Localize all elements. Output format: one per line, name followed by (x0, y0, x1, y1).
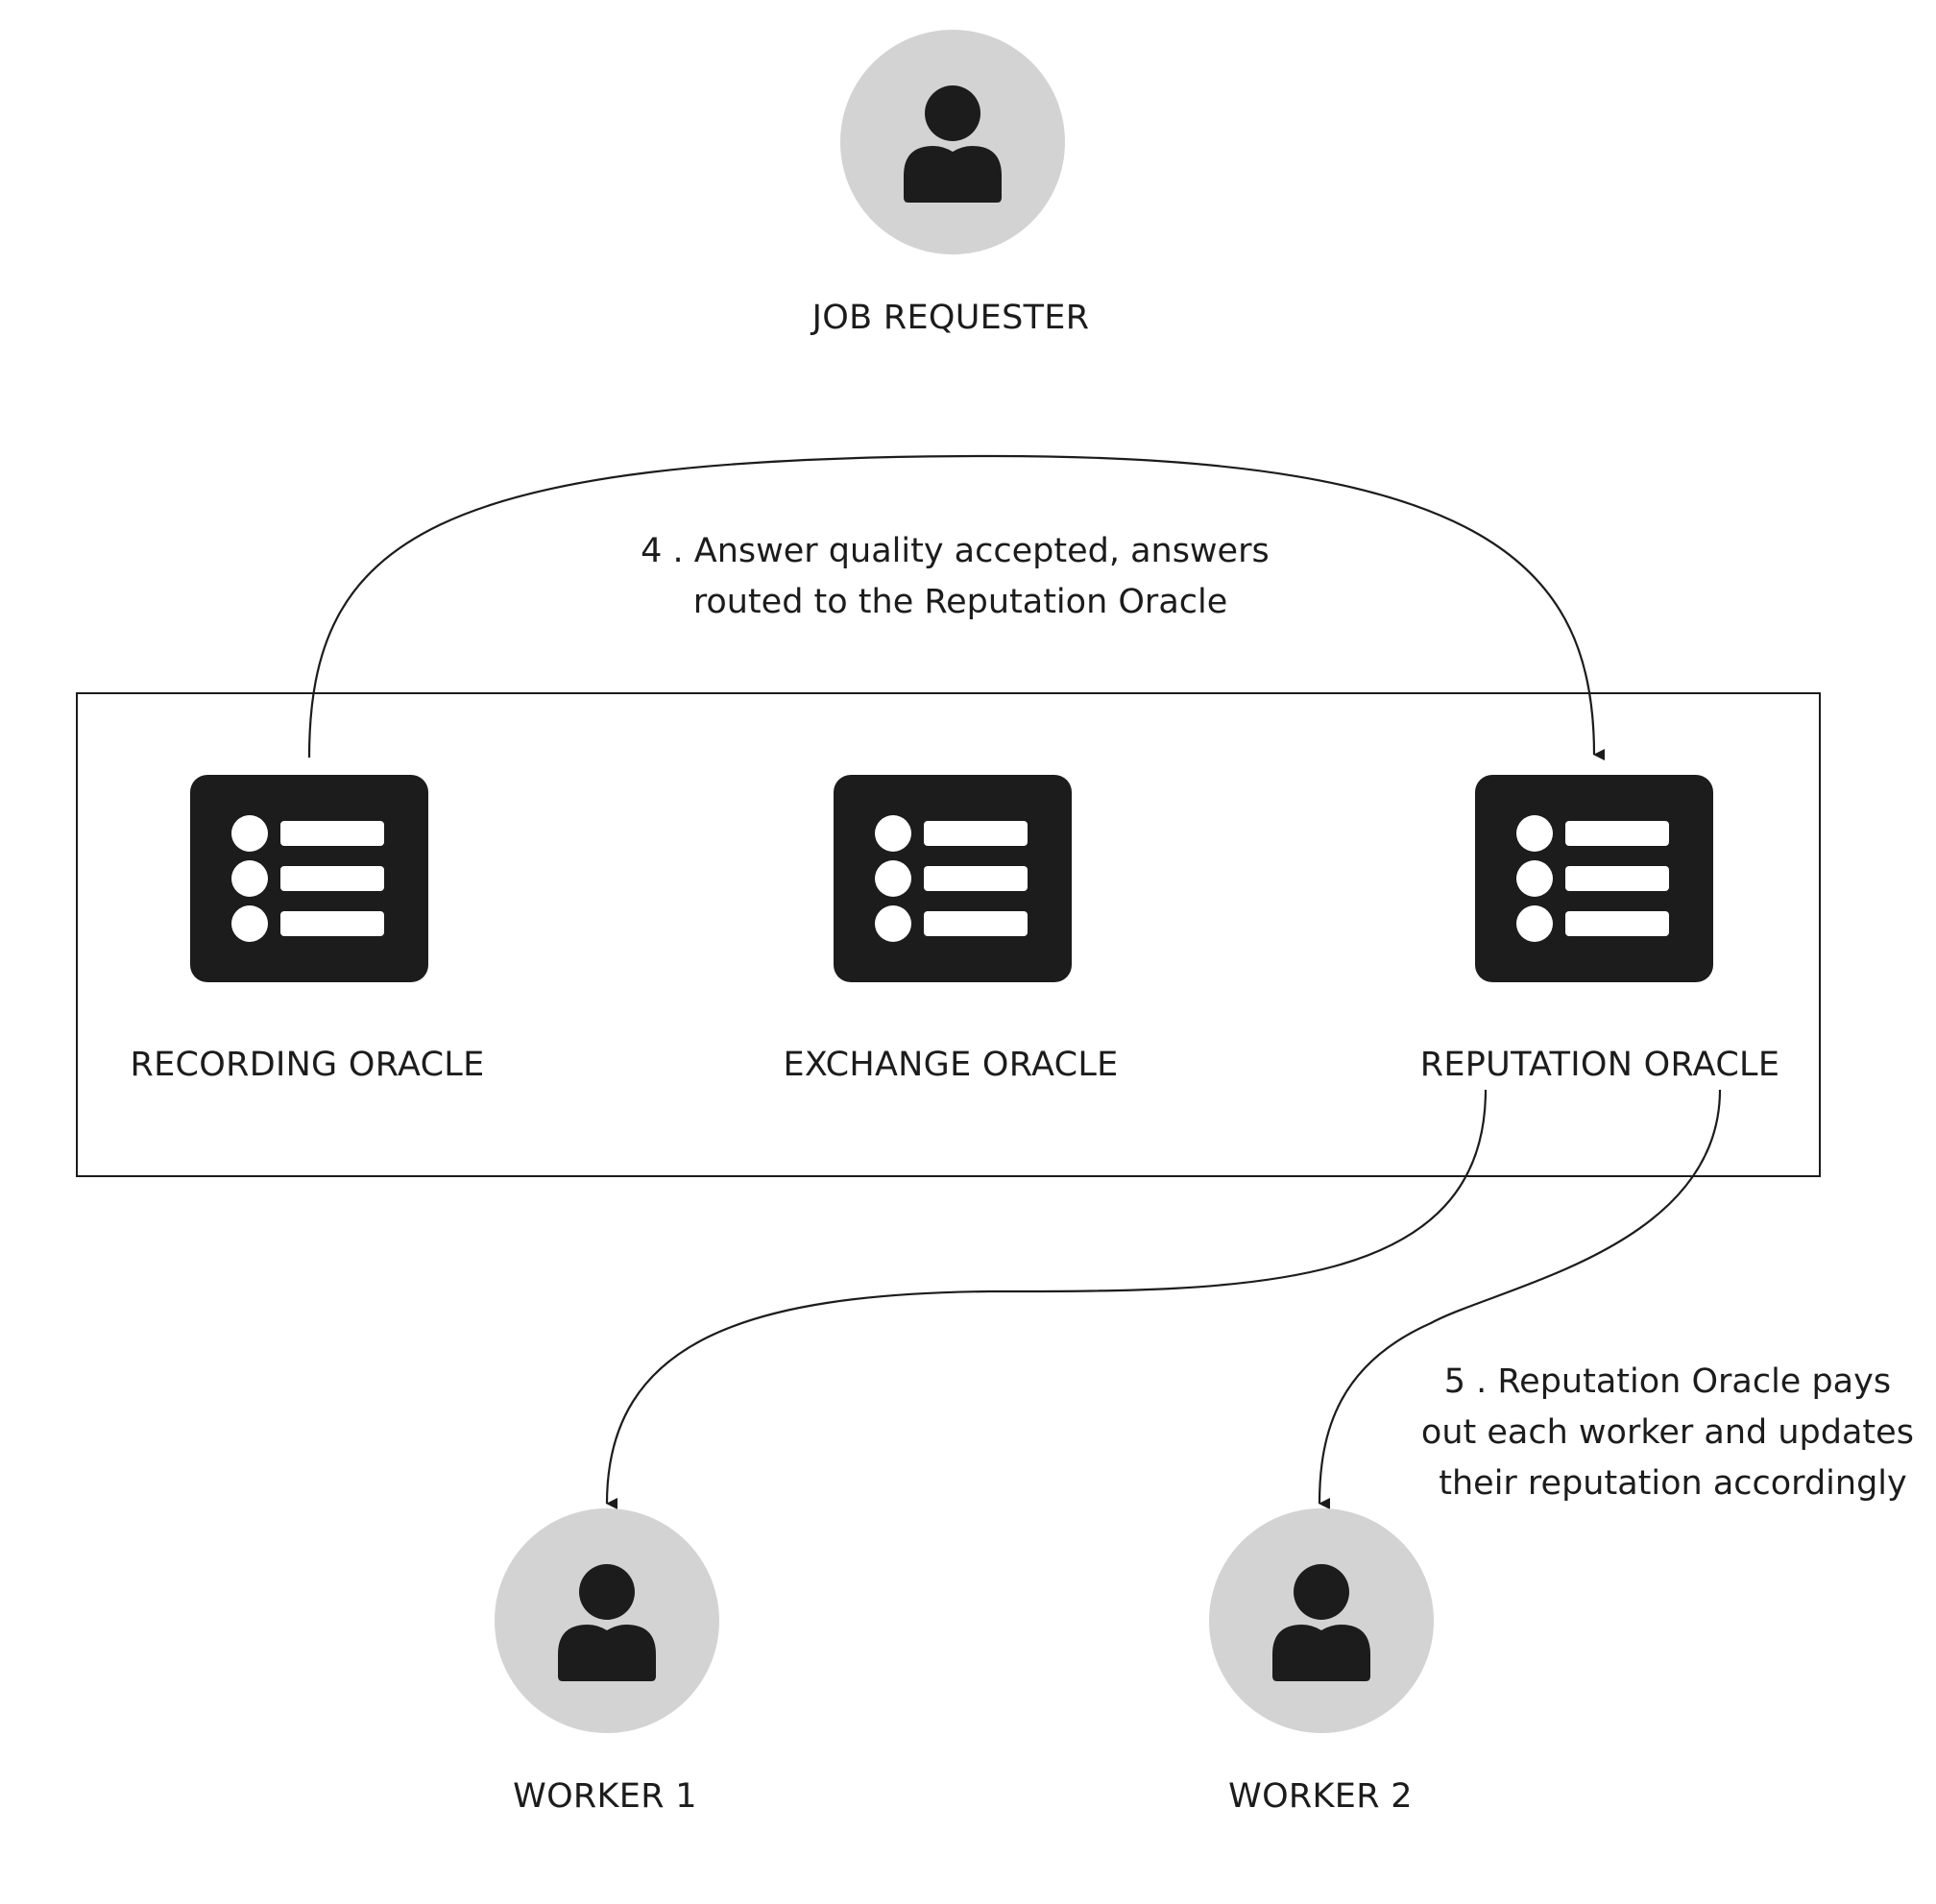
job-requester-label: JOB REQUESTER (811, 299, 1090, 337)
list-icon (190, 775, 428, 982)
worker-2-label: WORKER 2 (1228, 1777, 1413, 1816)
recording-oracle-label: RECORDING ORACLE (130, 1046, 484, 1084)
worker-1-label: WORKER 1 (513, 1777, 697, 1816)
recording-oracle-node: RECORDING ORACLE (130, 775, 484, 1084)
edge-reputation-to-worker-2 (1318, 1089, 1722, 1510)
job-requester-node: JOB REQUESTER (811, 30, 1090, 337)
list-icon (834, 775, 1072, 982)
reputation-oracle-node: REPUTATION ORACLE (1420, 775, 1780, 1084)
step-5-label: 5 . Reputation Oracle pays out each work… (1421, 1362, 1924, 1503)
worker-1-node: WORKER 1 (495, 1508, 719, 1816)
worker-1-avatar (495, 1508, 719, 1733)
exchange-oracle-label: EXCHANGE ORACLE (783, 1046, 1118, 1084)
edge-reputation-to-worker-1 (605, 1089, 1488, 1510)
step-4-label: 4 . Answer quality accepted, answers rou… (641, 532, 1280, 621)
worker-2-node: WORKER 2 (1209, 1508, 1434, 1816)
list-icon (1475, 775, 1713, 982)
oracles-container (76, 692, 1821, 1177)
job-requester-avatar (840, 30, 1065, 254)
exchange-oracle-node: EXCHANGE ORACLE (783, 775, 1118, 1084)
edge-recording-to-reputation (307, 454, 1606, 760)
worker-2-avatar (1209, 1508, 1434, 1733)
reputation-oracle-label: REPUTATION ORACLE (1420, 1046, 1780, 1084)
